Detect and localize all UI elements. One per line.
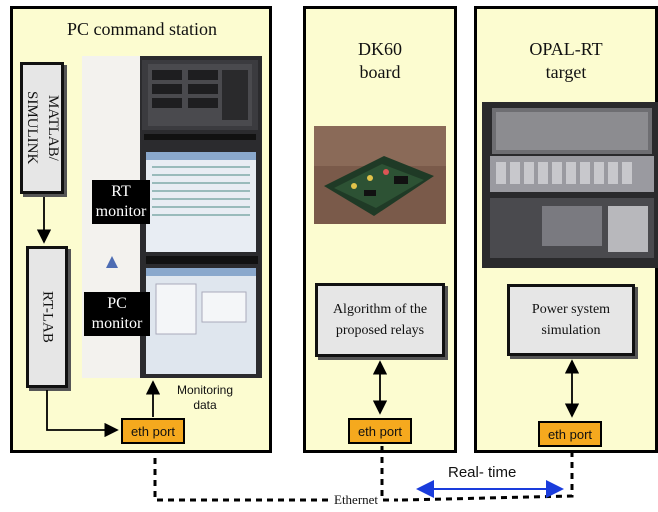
algorithm-line1: Algorithm of the: [332, 302, 428, 317]
rt-monitor-line2: monitor: [95, 203, 147, 220]
realtime-label: Real- time: [448, 464, 517, 481]
dk60-title-line2: board: [359, 62, 401, 82]
opal-rt-photo: [482, 102, 658, 268]
monitoring-data-label: Monitoring data: [170, 383, 240, 413]
ethernet-label: Ethernet: [332, 492, 381, 507]
dk60-board-photo: [314, 126, 446, 224]
algorithm-box: Algorithm of the proposed relays: [315, 283, 445, 357]
pc-monitor-line1: PC: [107, 295, 127, 312]
pc-monitor-label: PC monitor: [84, 292, 150, 336]
dk60-title-line1: DK60: [358, 39, 402, 59]
dk60-eth-port: eth port: [348, 418, 412, 444]
opal-title-line2: target: [545, 62, 587, 82]
pc-monitor-line2: monitor: [91, 315, 143, 332]
matlab-simulink-label: MATLAB/ SIMULINK: [24, 91, 61, 165]
rt-monitor-line1: RT: [111, 183, 131, 200]
ethernet-bus: [153, 448, 574, 502]
rt-monitor-label: RT monitor: [92, 180, 150, 224]
rtlab-to-eth-arrow: [46, 390, 119, 438]
rt-lab-box: RT-LAB: [26, 246, 68, 388]
monitoring-line1: Monitoring: [176, 383, 234, 397]
opal-title: OPAL-RT target: [477, 38, 655, 84]
monitoring-line2: data: [193, 398, 217, 412]
matlab-simulink-box: MATLAB/ SIMULINK: [20, 62, 64, 194]
dk60-title: DK60 board: [306, 38, 454, 84]
algorithm-line2: proposed relays: [335, 323, 425, 338]
pc-station-title: PC command station: [67, 19, 217, 39]
rack-photo: [82, 56, 262, 378]
opal-eth-port: eth port: [538, 421, 602, 447]
dk60-ethernet-drop: [380, 446, 398, 502]
opal-title-line1: OPAL-RT: [529, 39, 603, 59]
power-sim-line2: simulation: [541, 323, 601, 338]
pc-eth-port: eth port: [121, 418, 185, 444]
rt-lab-label: RT-LAB: [39, 291, 56, 343]
power-sim-box: Power system simulation: [507, 284, 635, 356]
power-sim-line1: Power system: [531, 302, 611, 317]
